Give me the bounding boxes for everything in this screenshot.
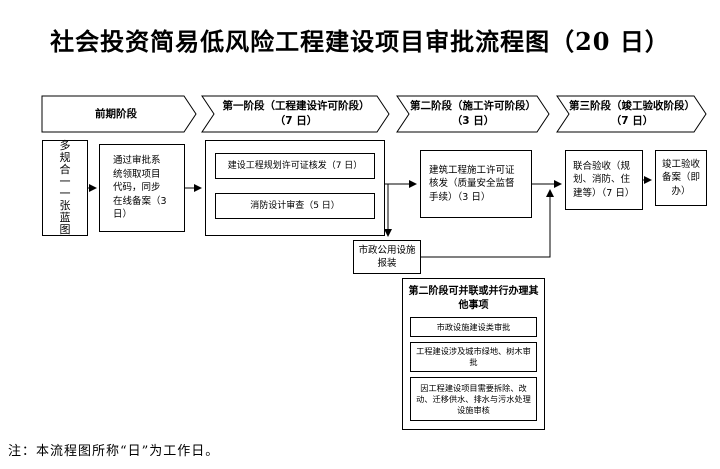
page-title: 社会投资简易低风险工程建设项目审批流程图（20 日） (50, 27, 670, 56)
parallel-group-title: 第二阶段可并联或并行办理其他事项 (408, 286, 539, 311)
node-blueprint: 多规合一一张蓝图 (42, 140, 88, 236)
node-project-code-label: 通过审批系统领取项目代码，同步在线备案（3 日） (113, 155, 167, 221)
stage-banner-shape-0 (41, 95, 197, 133)
parallel-group: 第二阶段可并联或并行办理其他事项 市政设施建设类审批 工程建设涉及城市绿地、树木… (402, 278, 545, 430)
stage-banner-days: （3 日） (451, 115, 495, 127)
stage-banner-shape-3 (556, 95, 707, 133)
node-completion-filing: 竣工验收备案（即办） (655, 150, 707, 206)
node-municipal-utilities-label: 市政公用设施报装 (358, 244, 416, 270)
stage-banner-label: 前期阶段 (95, 107, 137, 120)
node-construction-permit-label: 建筑工程施工许可证核发（质量安全监督手续）（3 日） (429, 164, 515, 203)
stage-banner-2: 第二阶段（施工许可阶段） （3 日） (400, 96, 546, 132)
node-fire-review-label: 消防设计审查（5 日） (250, 201, 340, 211)
node-construction-permit: 建筑工程施工许可证核发（质量安全监督手续）（3 日） (420, 150, 532, 218)
node-blueprint-label: 多规合一一张蓝图 (59, 139, 71, 236)
node-completion-filing-label: 竣工验收备案（即办） (661, 158, 700, 197)
stage-banner-label: 第二阶段（施工许可阶段） (410, 100, 536, 112)
parallel-item-municipal: 市政设施建设类审批 (410, 317, 537, 337)
stage-banner-label: 第一阶段（工程建设许可阶段） (222, 100, 370, 112)
parallel-item-label: 因工程建设项目需要拆除、改动、迁移供水、排水与污水处理设施审核 (416, 382, 531, 415)
node-planning-permit: 建设工程规划许可证核发（7 日） (215, 153, 375, 179)
node-planning-permit-label: 建设工程规划许可证核发（7 日） (227, 161, 363, 171)
stage-banner-preliminary: 前期阶段 (42, 96, 190, 132)
stage-banner-days: （7 日） (274, 115, 318, 127)
connector-utilities-to-stage3 (421, 189, 554, 258)
stage-banner-days: （7 日） (610, 115, 654, 127)
node-joint-acceptance: 联合验收（规划、消防、住建等）（7 日） (565, 150, 643, 210)
node-project-code: 通过审批系统领取项目代码，同步在线备案（3 日） (99, 144, 185, 232)
parallel-item-label: 工程建设涉及城市绿地、树木审批 (416, 346, 531, 367)
parallel-item-water-facilities: 因工程建设项目需要拆除、改动、迁移供水、排水与污水处理设施审核 (410, 377, 537, 421)
parallel-item-greenspace: 工程建设涉及城市绿地、树木审批 (410, 342, 537, 372)
stage-banner-label: 第三阶段（竣工验收阶段） (569, 100, 695, 112)
node-municipal-utilities: 市政公用设施报装 (353, 240, 421, 274)
stage-banner-1: 第一阶段（工程建设许可阶段） （7 日） (206, 96, 386, 132)
flow-note: 注：本流程图所称“日”为工作日。 (8, 444, 220, 459)
stage-banner-shape-1 (201, 95, 390, 133)
stage-banner-shape-2 (396, 95, 550, 133)
node-fire-review: 消防设计审查（5 日） (215, 193, 375, 219)
stage-banner-3: 第三阶段（竣工验收阶段） （7 日） (560, 96, 704, 132)
stage1-group: 建设工程规划许可证核发（7 日） 消防设计审查（5 日） (205, 140, 385, 236)
node-joint-acceptance-label: 联合验收（规划、消防、住建等）（7 日） (573, 160, 635, 199)
parallel-item-label: 市政设施建设类审批 (436, 321, 511, 332)
